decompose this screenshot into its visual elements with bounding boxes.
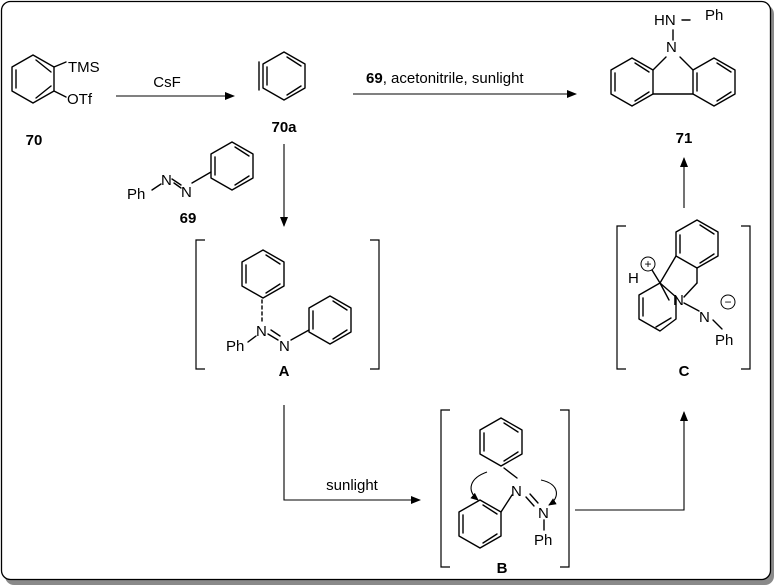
c-h-label: H [628,270,639,287]
c-n2-label: N [699,309,710,326]
compound-70-structure [11,54,67,104]
c-minus-circle [720,294,736,310]
bracket-a-left [195,239,205,370]
tms-label: TMS [68,59,100,76]
b-n2-label: N [538,505,549,522]
intermediate-a-label: A [279,363,290,380]
compound-70-label: 70 [26,132,43,149]
bracket-a-right [370,239,380,370]
azo-n1-label: N [161,172,172,189]
azobenzene-69-structure [151,141,254,191]
reagent-direct: 69, acetonitrile, sunlight [366,70,524,87]
intermediate-b-label: B [497,560,508,577]
reagent-csf: CsF [153,74,181,91]
bracket-c-right [741,225,751,370]
c-n1-label: N [673,292,684,309]
intermediate-b-structure [458,417,545,549]
reagent-69-bold: 69 [366,70,383,87]
a-ph-label: Ph [226,338,244,355]
compound-70a-label: 70a [271,119,297,136]
b-ph-label: Ph [534,532,552,549]
b-n1-label: N [511,483,522,500]
bracket-b-right [560,409,570,568]
intermediate-a-structure [241,249,352,345]
intermediate-c-label: C [679,363,690,380]
compound-69-label: 69 [180,210,197,227]
bracket-c-left [616,225,626,370]
reagent-sunlight: sunlight [326,477,379,494]
n71-hn-label: HN [654,12,676,29]
n71-ph-label: Ph [705,7,723,24]
n71-n-label: N [666,39,677,56]
c-plus-circle [640,256,656,272]
arrow-b-to-c [575,411,688,511]
compound-71-label: 71 [676,130,693,147]
arrow-sunlight [283,405,421,504]
a-n1-label: N [256,323,267,340]
reagent-direct-rest: , acetonitrile, sunlight [383,70,525,87]
bracket-b-left [440,409,450,568]
a-n2-label: N [279,338,290,355]
intermediate-c-structure [638,219,723,332]
curved-arrow-b-right [540,479,557,506]
otf-label: OTf [67,91,93,108]
azo-ph-label: Ph [127,186,145,203]
c-ph-label: Ph [715,332,733,349]
c-minus-label: − [724,295,731,309]
azo-n2-label: N [181,184,192,201]
product-71-structure [610,19,736,107]
benzyne-70a-structure [258,51,306,101]
curved-arrow-b-left [470,471,488,501]
c-plus-label: + [644,257,651,271]
